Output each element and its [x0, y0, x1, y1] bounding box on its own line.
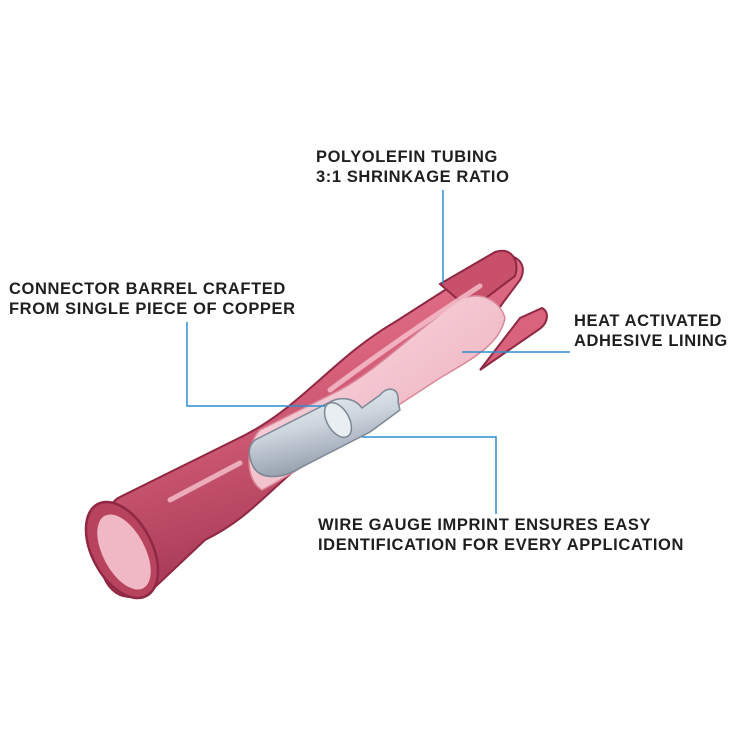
- leader-gauge: [362, 436, 497, 514]
- label-gauge-line2: IDENTIFICATION FOR EVERY APPLICATION: [318, 536, 684, 554]
- leader-lines: [186, 190, 570, 514]
- barrel-collar: [323, 401, 353, 439]
- label-adhesive-line1: HEAT ACTIVATED: [574, 312, 723, 330]
- tube-right-opening: [438, 249, 518, 312]
- label-tubing-line1: POLYOLEFIN TUBING: [316, 148, 498, 166]
- label-adhesive-line2: ADHESIVE LINING: [574, 332, 728, 350]
- label-wire-gauge: WIRE GAUGE IMPRINT ENSURES EASY IDENTIFI…: [318, 515, 684, 555]
- label-adhesive-lining: HEAT ACTIVATED ADHESIVE LINING: [574, 311, 728, 351]
- leader-barrel: [186, 322, 325, 407]
- tube-highlight: [167, 283, 483, 503]
- connector-barrel: [248, 388, 401, 478]
- label-tubing-line2: 3:1 SHRINKAGE RATIO: [316, 168, 510, 186]
- label-barrel-line2: FROM SINGLE PIECE OF COPPER: [9, 300, 296, 318]
- tube-left-opening-inner: [97, 514, 151, 590]
- label-connector-barrel: CONNECTOR BARREL CRAFTED FROM SINGLE PIE…: [9, 279, 296, 319]
- label-barrel-line1: CONNECTOR BARREL CRAFTED: [9, 280, 286, 298]
- tube-right-lip: [479, 306, 548, 371]
- label-polyolefin-tubing: POLYOLEFIN TUBING 3:1 SHRINKAGE RATIO: [316, 147, 510, 187]
- label-gauge-line1: WIRE GAUGE IMPRINT ENSURES EASY: [318, 516, 652, 534]
